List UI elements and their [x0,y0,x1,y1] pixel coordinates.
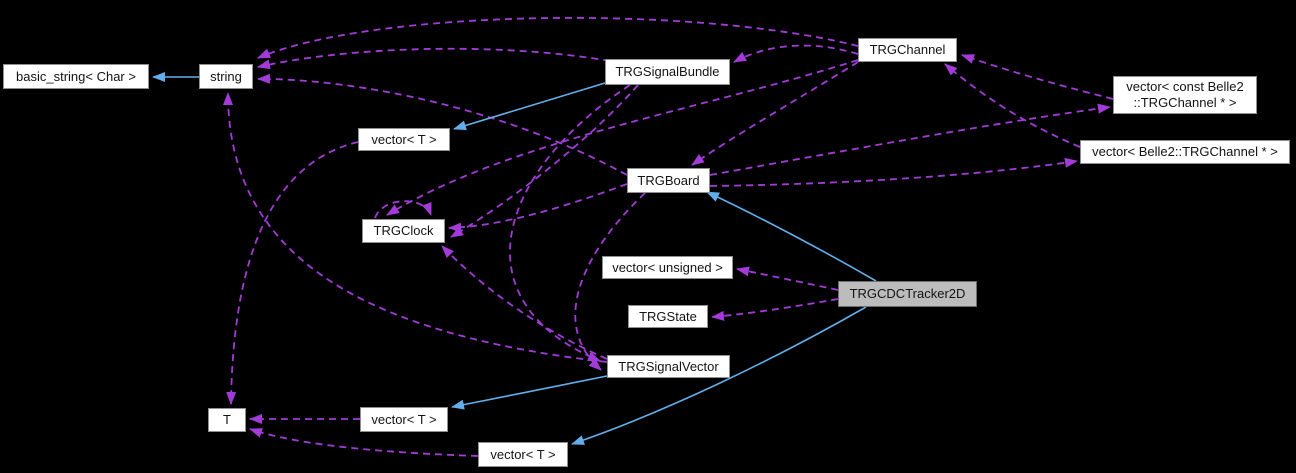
node-string[interactable]: string [199,64,253,89]
node-label: TRGState [639,308,697,324]
node-trg-board[interactable]: TRGBoard [627,168,710,193]
node-vector-t-bottom[interactable]: vector< T > [478,442,568,467]
edge-TRGBoard-vector_const_belle2 [709,103,1111,176]
node-trg-signal-bundle[interactable]: TRGSignalBundle [605,59,730,85]
node-trg-channel[interactable]: TRGChannel [858,38,957,62]
edge-TRGSignalBundle-TRGSignalVector [509,84,631,362]
node-label-line2: ::TRGChannel * > [1133,95,1237,110]
edge-TRGChannel-TRGClock [386,59,859,216]
node-label: string [210,68,242,84]
node-label: TRGChannel [869,42,946,57]
edge-TRGBoard-vector_belle2 [709,157,1078,187]
node-label: vector< T > [490,446,556,462]
node-trg-signal-vector[interactable]: TRGSignalVector [607,355,730,378]
node-t[interactable]: T [208,408,246,432]
edge-TRGBoard-TRGSignalVector [574,192,646,371]
node-vector-unsigned[interactable]: vector< unsigned > [602,256,733,279]
node-basic-string[interactable]: basic_string< Char > [3,64,149,89]
node-label: TRGSignalVector [618,358,719,374]
edge-TRGCDCTracker2D-TRGState [711,298,839,321]
node-label: vector< T > [371,411,437,427]
node-label: TRGSignalBundle [615,64,720,79]
edge-TRGCDCTracker2D-vector_unsigned [736,266,839,291]
edge-TRGBoard-string [257,73,628,176]
node-label: TRGBoard [637,172,700,188]
edge-TRGSignalBundle-TRGClock [450,84,639,238]
edge-TRGSignalVector-TRGClock [441,245,608,360]
node-trg-cdc-tracker2d[interactable]: TRGCDCTracker2D [838,281,977,307]
node-label-line1: vector< const Belle2 [1126,79,1244,94]
node-label: basic_string< Char > [16,68,136,84]
node-label: TRGClock [373,223,434,238]
edge-vector_t_top-T [226,141,359,405]
node-trg-state[interactable]: TRGState [628,305,708,328]
edge-TRGBoard-TRGClock [448,183,628,233]
edge-vector_t_bottom-T [249,428,479,457]
edge-TRGSignalBundle-vector_t_top [453,82,606,131]
node-label: vector< unsigned > [612,259,723,275]
edge-TRGClock-TRGClock [374,200,432,219]
edge-TRGSignalVector-vector_t_mid [451,375,608,410]
node-label: vector< T > [371,131,437,147]
edge-TRGChannel-TRGBoard [691,61,859,166]
node-label: T [223,412,231,427]
node-trg-clock[interactable]: TRGClock [362,219,445,243]
node-vector-t-mid[interactable]: vector< T > [360,407,448,432]
edge-vector_const_belle2-TRGChannel [961,54,1114,100]
edge-TRGSignalVector-string [223,92,608,363]
edge-TRGChannel-string [257,17,859,59]
node-label: vector< Belle2::TRGChannel * > [1092,144,1278,159]
edge-TRGChannel-TRGSignalBundle [733,44,859,63]
edge-TRGCDCTracker2D-vector_t_bottom [571,306,867,445]
edge-TRGSignalBundle-string [257,47,611,70]
node-vector-const-belle2-trgchannel[interactable]: vector< const Belle2 ::TRGChannel * > [1113,76,1257,114]
node-vector-belle2-trgchannel[interactable]: vector< Belle2::TRGChannel * > [1080,140,1290,164]
node-vector-t-top[interactable]: vector< T > [358,128,450,151]
edge-vector_belle2-TRGChannel [944,63,1081,148]
node-label: TRGCDCTracker2D [849,286,966,301]
edge-TRGCDCTracker2D-TRGBoard [706,191,877,282]
